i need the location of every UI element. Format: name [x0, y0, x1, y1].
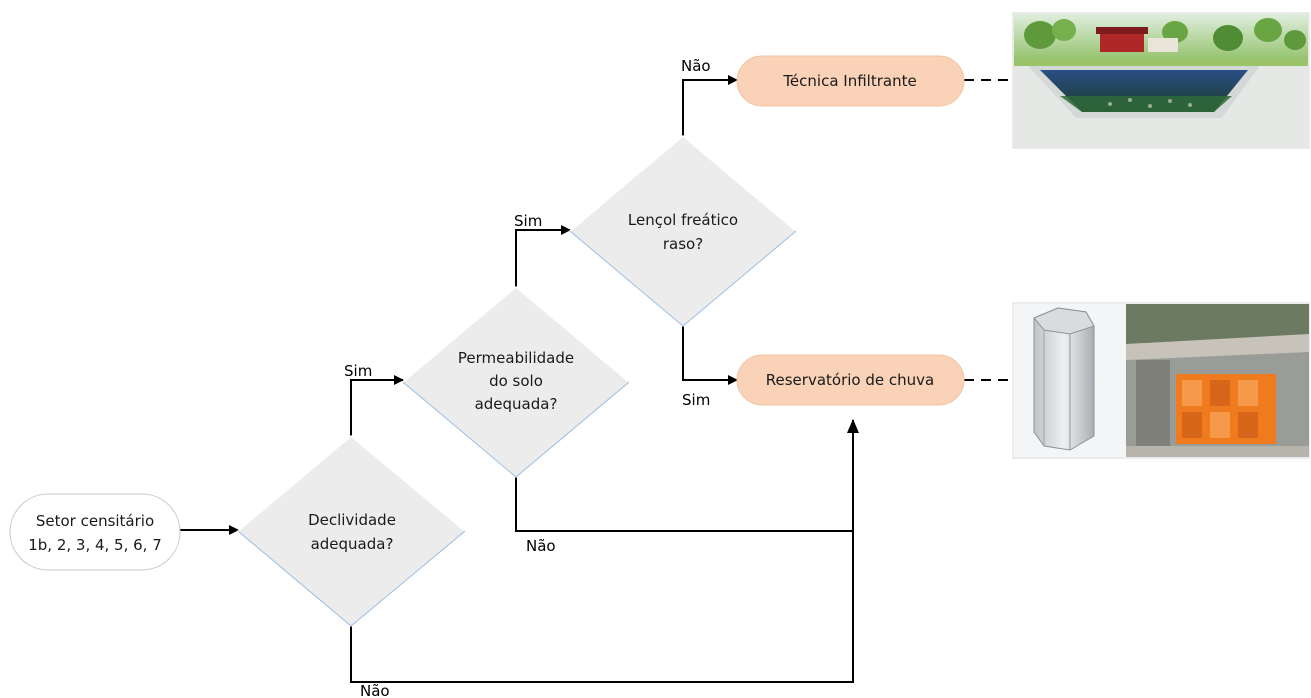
decision-permeabilidade-line2: do solo [489, 372, 543, 390]
decision-permeabilidade-line1: Permeabilidade [458, 349, 574, 367]
decision-declividade-line2: adequada? [311, 535, 394, 553]
label-permeabilidade-sim: Sim [514, 212, 542, 230]
decision-lencol-line2: raso? [663, 235, 703, 253]
edge-declividade-nao [350, 419, 859, 683]
label-declividade-nao: Não [360, 682, 390, 698]
edge-lencol-nao [682, 75, 738, 136]
label-permeabilidade-nao: Não [526, 537, 556, 555]
decision-declividade-line1: Declividade [308, 511, 396, 529]
start-node-line1: Setor censitário [36, 512, 154, 530]
label-lencol-nao: Não [681, 57, 711, 75]
start-node: Setor censitário 1b, 2, 3, 4, 5, 6, 7 [9, 493, 181, 571]
start-node-line2: 1b, 2, 3, 4, 5, 6, 7 [28, 536, 162, 554]
infiltration-trench-illustration [1012, 12, 1310, 149]
terminal-reservatorio: Reservatório de chuva [736, 354, 965, 406]
edge-lencol-sim [682, 326, 738, 385]
decision-lencol: Lençol freático raso? [568, 135, 798, 327]
edge-permeabilidade-nao [515, 477, 853, 532]
decision-permeabilidade-line3: adequada? [475, 395, 558, 413]
rainwater-tank-illustration [1012, 302, 1310, 459]
terminal-tecnica-infiltrante-label: Técnica Infiltrante [782, 72, 916, 90]
decision-declividade: Declividade adequada? [236, 435, 467, 627]
decision-permeabilidade: Permeabilidade do solo adequada? [401, 286, 631, 478]
edge-declividade-sim [350, 375, 404, 436]
decision-lencol-line1: Lençol freático [628, 211, 738, 229]
terminal-tecnica-infiltrante: Técnica Infiltrante [736, 55, 965, 107]
label-lencol-sim: Sim [682, 391, 710, 409]
edge-permeabilidade-sim [515, 225, 571, 287]
terminal-reservatorio-label: Reservatório de chuva [766, 371, 934, 389]
label-declividade-sim: Sim [344, 362, 372, 380]
